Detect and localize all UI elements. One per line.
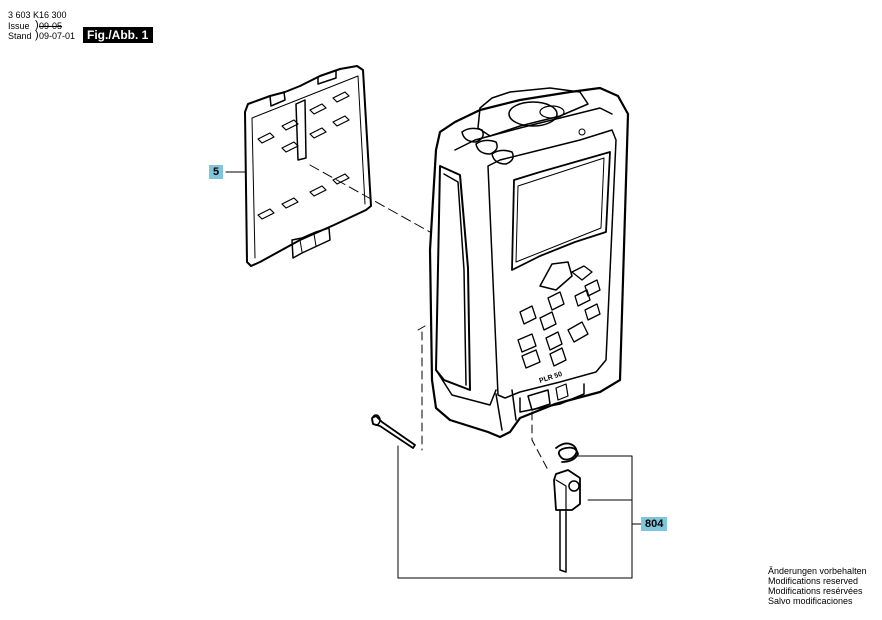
disclaimer-line-en: Modifications reserved [768,576,859,586]
clip-part [553,469,581,573]
battery-cover-part [244,65,372,267]
document-number: 3 603 K16 300 [8,10,67,20]
part-number-callout: 804 [641,517,668,531]
device-body-part [428,86,630,439]
spring-part [555,442,579,463]
disclaimer-line-es: Salvo modificaciones [768,596,853,606]
figure-label: Fig./Abb. 1 [83,27,154,43]
issue-date: 09-05 [39,21,63,31]
callout-804-bracket [573,455,642,579]
disclaimer-line-de: Änderungen vorbehalten [768,566,867,576]
part-number-callout: 5 [209,165,224,179]
stand-label: Stand [8,31,32,41]
disclaimer-line-fr: Modifications resérvées [768,586,863,596]
spring-leader [531,411,549,471]
stand-brace: ) [35,29,39,41]
cover-leader-line [309,164,431,233]
pin-part [371,414,416,449]
stand-date: 09-07-01 [39,31,76,41]
assembly-frame [397,445,633,579]
issue-brace: ) [35,19,39,31]
modification-disclaimer: Änderungen vorbehalten Modifications res… [768,566,867,606]
issue-label: Issue [8,21,30,31]
